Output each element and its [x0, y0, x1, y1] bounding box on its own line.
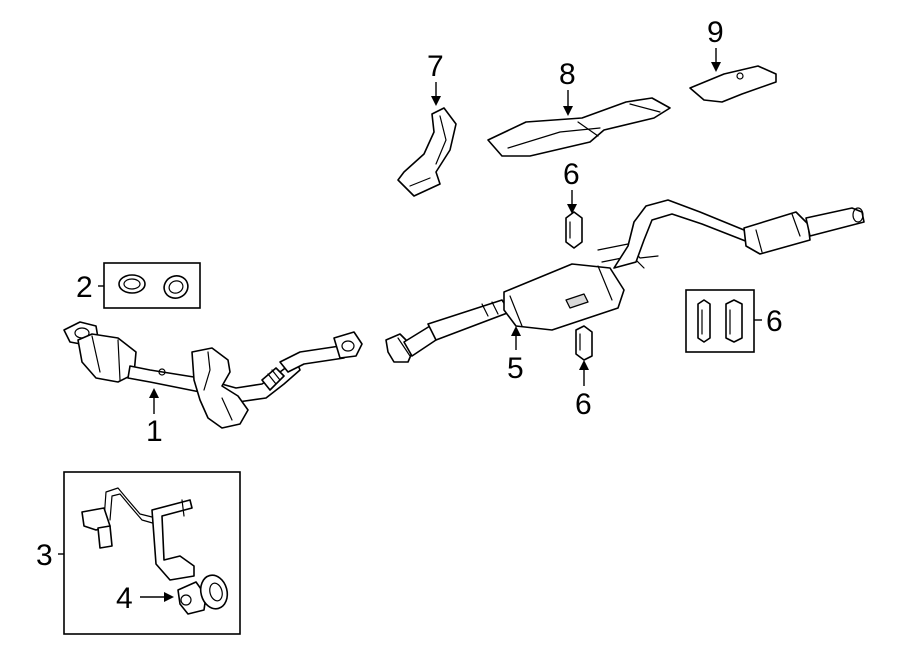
callout-8: 8	[559, 58, 576, 91]
part-8-heat-shield	[487, 97, 671, 157]
callout-7: 7	[427, 50, 444, 83]
callout-5: 5	[507, 352, 524, 385]
part-4-grommet	[177, 574, 229, 615]
callout-4: 4	[116, 582, 133, 615]
leader-lines	[58, 48, 762, 602]
callout-6-upper: 6	[563, 158, 580, 191]
part-1-front-pipe-with-converters	[63, 321, 363, 429]
part-7-heat-shield	[397, 107, 457, 197]
callout-9: 9	[707, 16, 724, 49]
callout-1: 1	[146, 415, 163, 448]
part-6-hangers-box	[685, 289, 755, 353]
callout-6-lower: 6	[575, 388, 592, 421]
part-2-gaskets-box	[103, 262, 201, 309]
callout-3: 3	[36, 539, 53, 572]
part-9-bracket	[689, 65, 777, 103]
callout-6-box: 6	[766, 305, 783, 338]
part-5-muffler-and-tailpipe-assembly	[385, 199, 865, 363]
part-6-hanger-upper	[565, 211, 583, 249]
callout-labels: 1 2 3 4 5 6 6 6 7 8 9	[36, 16, 783, 615]
part-6-hanger-lower	[575, 325, 593, 361]
callout-2: 2	[76, 271, 93, 304]
part-3-oxygen-sensor-bracket-box	[63, 471, 241, 635]
